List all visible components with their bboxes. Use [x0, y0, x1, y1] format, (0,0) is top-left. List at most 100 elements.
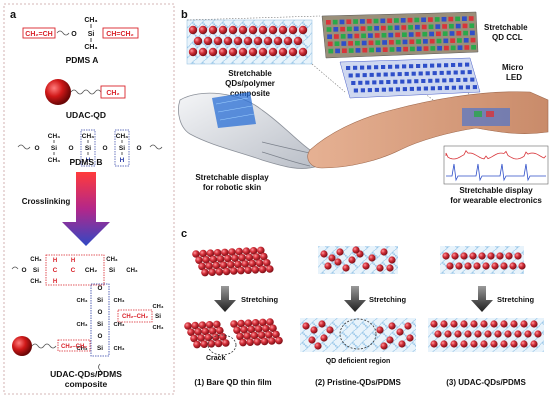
ccl-pixel [462, 16, 467, 21]
udac-after [428, 318, 544, 352]
bare-qd [235, 247, 243, 256]
udac-after-qds [430, 320, 542, 348]
composite-block [186, 19, 313, 65]
bare-qd [215, 268, 224, 276]
led-pixel [351, 81, 356, 85]
led-pixel [439, 70, 444, 75]
bare-qd-cracked [197, 334, 205, 342]
udac-qd [442, 252, 450, 260]
bare-qd [258, 265, 267, 274]
bare-qd [266, 265, 274, 273]
bare-qd [224, 254, 232, 263]
led-pixel [348, 73, 353, 78]
pdms-b-o: O [34, 145, 39, 152]
ccl-pixel [468, 16, 474, 21]
bare-qd-cracked [259, 318, 267, 327]
bare-qd-cracked [246, 338, 254, 347]
bare-qd [231, 254, 239, 262]
product-ch3: CH₃ [76, 346, 87, 352]
product-si: Si [33, 267, 39, 274]
bare-qd-cracked [198, 321, 207, 330]
udac-qd-stretched [480, 320, 488, 328]
udac-qd-stretched [520, 320, 528, 328]
ccl-pixel [347, 33, 353, 39]
bare-qd-cracked [236, 332, 244, 341]
composite-qd [293, 36, 303, 46]
composite-qd [288, 25, 298, 35]
ccl-pixel [374, 33, 380, 38]
bare-qd-cracked [184, 322, 192, 330]
led-pixel [362, 73, 367, 78]
udac-qd [473, 262, 481, 270]
ccl-pixel [368, 33, 373, 38]
bare-qd-cracked [208, 327, 217, 335]
udac-qd-stretched [464, 330, 472, 338]
bare-qd [201, 268, 209, 277]
bare-qd [195, 256, 203, 265]
ccl-pixel [415, 24, 420, 30]
ccl-pixel [400, 18, 406, 23]
led-pixel [358, 80, 363, 85]
pristine-qd [362, 262, 370, 270]
wearable-pixel-green [474, 111, 482, 117]
ccl-pixel [389, 39, 394, 45]
composite-qd [268, 47, 278, 57]
led-pixel [411, 71, 416, 76]
composite-qd [273, 36, 283, 46]
led-pixel [369, 72, 374, 77]
bare-qd-cracked [250, 331, 259, 340]
bare-qd [252, 253, 261, 261]
ccl-pixel [361, 33, 366, 39]
udac-qd [482, 262, 490, 270]
product-c: C [53, 267, 58, 274]
ccl-pixel [436, 31, 441, 37]
led-pixel [367, 88, 372, 93]
product-chain-atom: O [98, 333, 103, 340]
ccl-pixel [382, 40, 387, 45]
product-ch2: CH₂ [85, 267, 97, 274]
ccl-pixel [462, 23, 468, 29]
ccl-pixel [382, 47, 388, 52]
deficient-circle [339, 318, 377, 350]
udac-qd-ch2: CH₂ [106, 90, 119, 97]
led-pixel [451, 63, 456, 67]
led-pixel [456, 78, 461, 82]
bare-qd-cracked [257, 331, 266, 340]
ccl-pixels [326, 16, 476, 54]
led-pixel [409, 86, 414, 91]
pdms-b-si: Si [119, 145, 125, 152]
led-pixel [383, 72, 388, 77]
product-link: CH₂–CH₂ [122, 314, 148, 320]
bare-qd-cracked [260, 337, 269, 346]
udac-qd-stretched [430, 320, 438, 328]
pristine-qd [328, 254, 336, 262]
ccl-pixel [335, 48, 340, 54]
product-chain-bottom [98, 363, 102, 377]
pdms-b-ch3: CH₃ [48, 157, 60, 164]
bare-qd-cracked [262, 324, 270, 333]
deficient-label: QD deficient region [326, 358, 391, 365]
ccl-pixel [326, 27, 332, 32]
panel-c: c Crack QD deficient region [181, 228, 544, 387]
udac-qd [455, 262, 463, 270]
led-pixels [346, 62, 477, 93]
ccl-pixel [327, 41, 333, 47]
ccl-pixel [354, 33, 360, 39]
udac-qd-stretched [524, 330, 532, 338]
bare-qd [248, 259, 257, 268]
pristine-qd-stretched [404, 322, 412, 330]
pristine-qd-stretched [396, 328, 404, 336]
pdms-b-ch3: CH₃ [48, 133, 60, 140]
product-ch3: CH₃ [113, 298, 124, 304]
udac-qd-stretched [530, 320, 538, 328]
composite-qd [208, 25, 218, 35]
product-link: CH₂–CH₂ [61, 344, 87, 350]
pdms-a-vinyl-box-right [102, 27, 139, 39]
led-pixel [435, 78, 440, 83]
led-pixel [355, 73, 360, 78]
udac-qd-stretched [474, 330, 482, 338]
bare-qd-cracked [190, 334, 198, 343]
bare-qd-cracked [251, 319, 260, 327]
bare-qd [260, 252, 268, 261]
